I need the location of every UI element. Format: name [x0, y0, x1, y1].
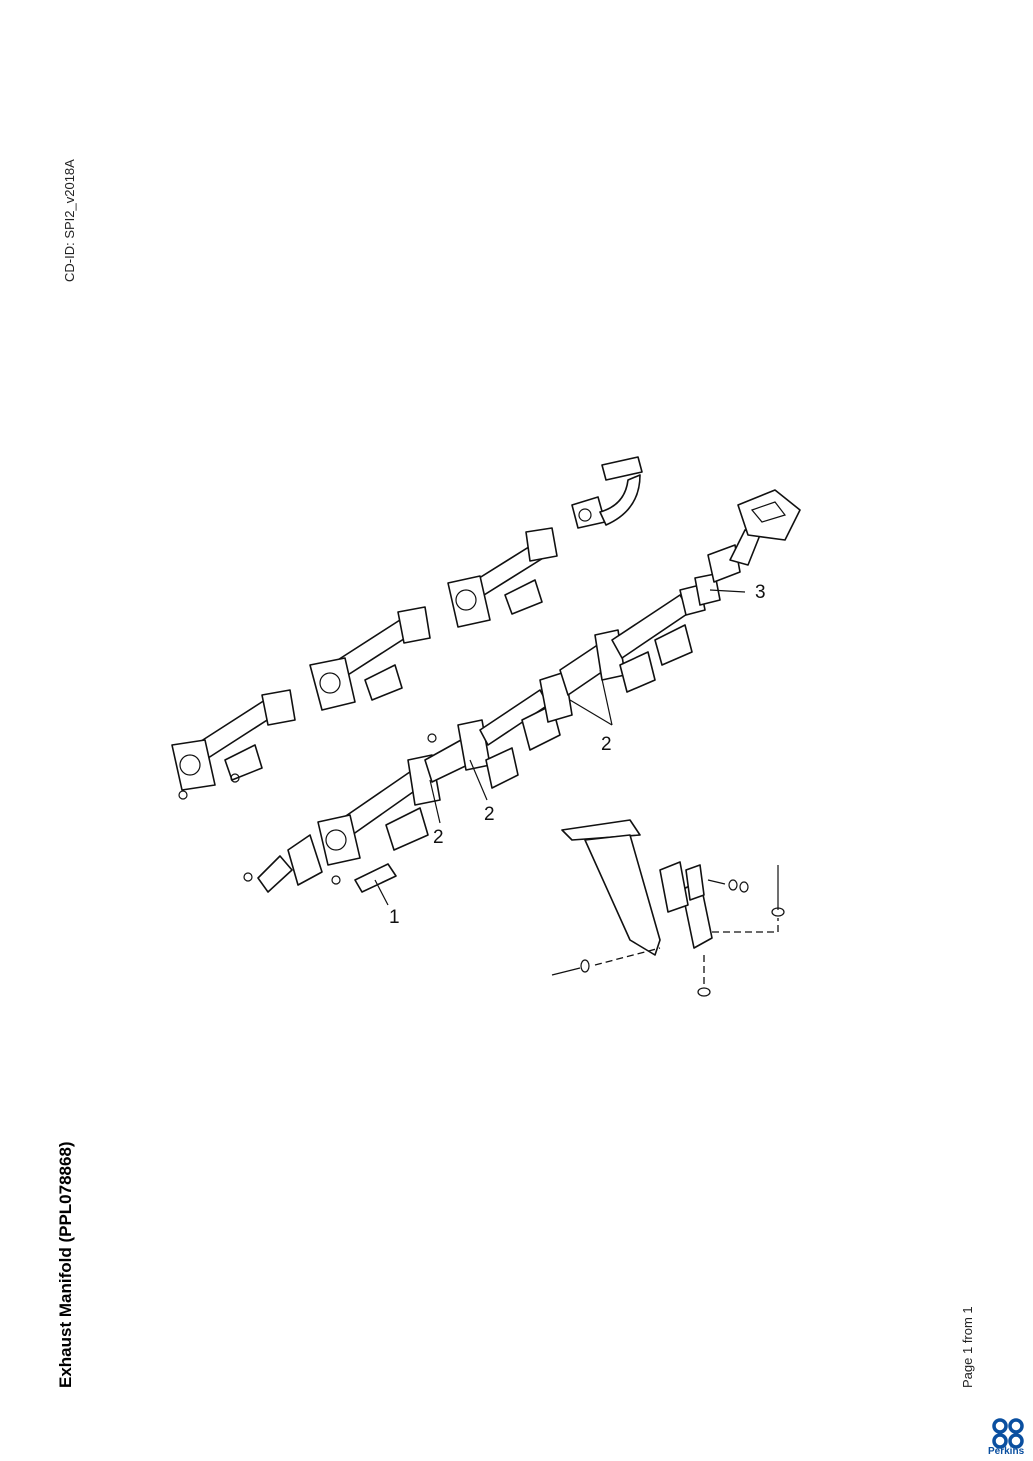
- callout-3: 3: [755, 582, 766, 603]
- upper-manifold-section-2: [309, 606, 431, 711]
- leader-lines: [374, 589, 746, 906]
- upper-manifold-section-3: [447, 527, 558, 628]
- callout-1: 1: [389, 907, 400, 928]
- callout-2a: 2: [433, 827, 444, 848]
- lower-manifold-assembly: [317, 489, 801, 866]
- brand-wordmark: Perkins: [988, 1446, 1025, 1457]
- upper-manifold-section-1: [171, 689, 296, 791]
- upper-elbow: [571, 456, 643, 529]
- callout-2b: 2: [484, 804, 495, 825]
- bracket-assembly: [551, 819, 785, 997]
- gaskets: [178, 733, 437, 893]
- callout-2c: 2: [601, 734, 612, 755]
- perkins-logo: [992, 1418, 1024, 1449]
